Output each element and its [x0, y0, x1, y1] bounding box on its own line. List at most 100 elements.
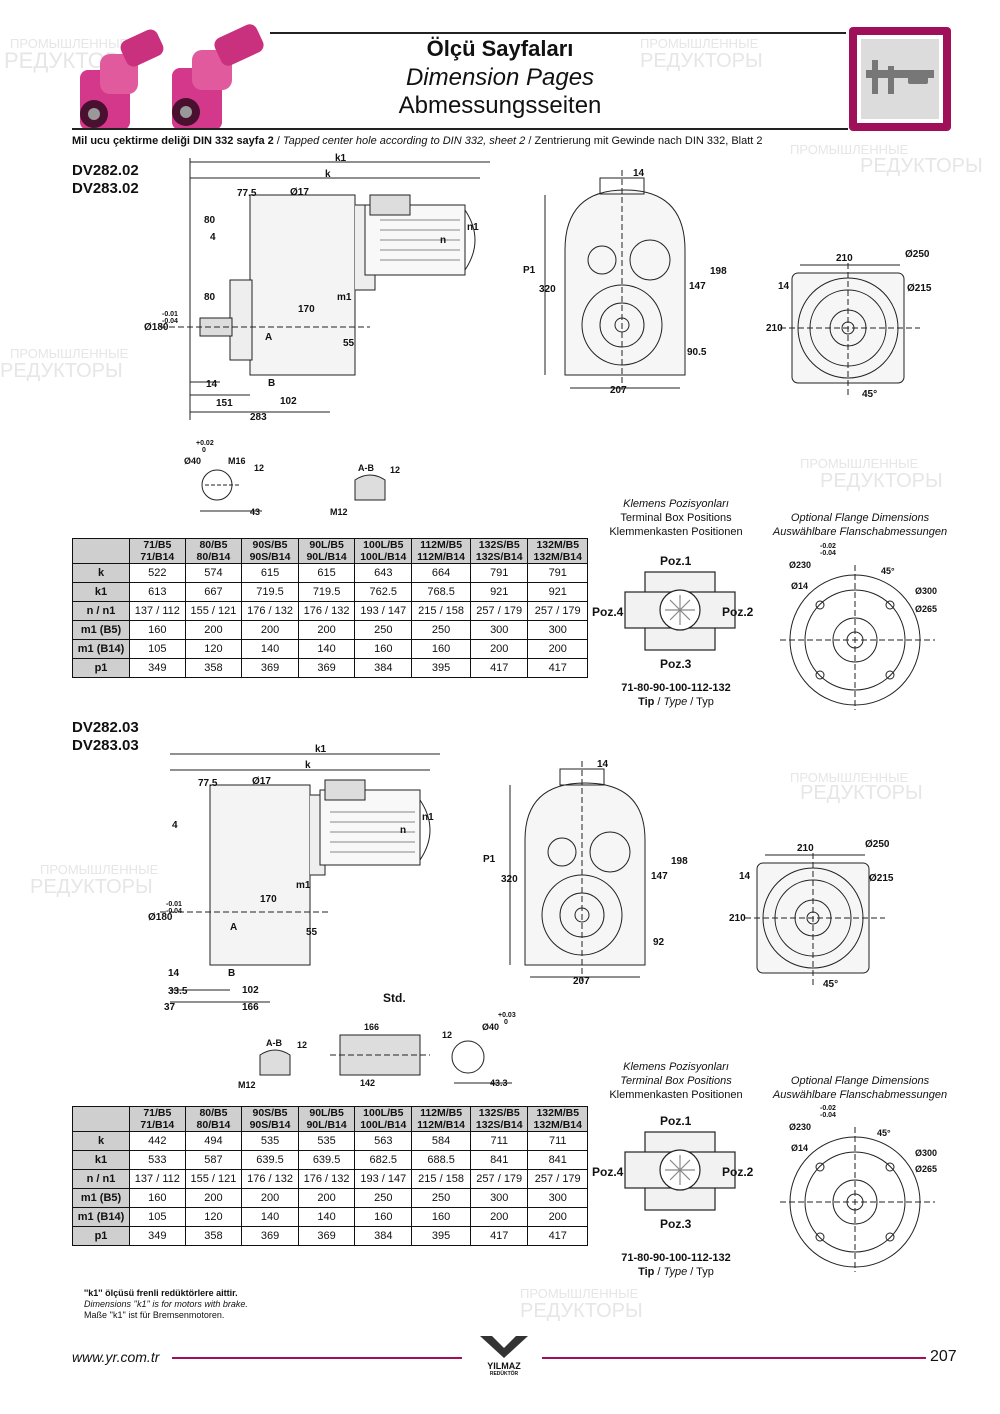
table-cell: 535 — [241, 1131, 299, 1151]
dim-label: 14 — [597, 759, 609, 770]
dim-label: Ø40 — [184, 456, 201, 466]
flange-view-drawing: 210 Ø250 14 Ø215 210 45° — [729, 839, 894, 990]
table-cell: 160 — [354, 1207, 413, 1227]
table-cell: 300 — [469, 620, 529, 640]
table-cell: 841 — [527, 1150, 588, 1170]
dim-label: A-B — [266, 1038, 282, 1048]
column-header-b14: 90L/B14 — [306, 1119, 347, 1131]
column-header-b5: 112M/B5 — [420, 1107, 463, 1119]
dim-label: Ø40 — [482, 1022, 499, 1032]
brand-logo-subtext: REDÜKTÖR — [489, 1371, 519, 1377]
watermark-text: РЕДУКТОРЫ — [800, 782, 923, 804]
gearbox-image-right — [172, 24, 264, 130]
poz3-label: Poz.3 — [660, 1217, 692, 1231]
table-cell: 369 — [241, 1226, 299, 1246]
dim-label: Ø14 — [791, 581, 808, 591]
model-code: DV282.02 — [72, 162, 139, 179]
dim-label: 14 — [739, 871, 751, 882]
table-cell: 193 / 147 — [354, 601, 413, 621]
dim-label: B — [268, 378, 275, 389]
table-cell: 200 — [241, 620, 299, 640]
dim-tolerance: -0.04 — [820, 550, 836, 557]
dim-label: 80 — [204, 215, 216, 226]
dim-label: 92 — [653, 937, 665, 948]
dim-tolerance: -0.02 — [820, 543, 836, 550]
page-title-tr: Ölçü Sayfaları — [426, 36, 574, 61]
dim-label: A — [230, 922, 237, 933]
dim-tolerance: 0 — [504, 1019, 508, 1026]
table-cell: 200 — [469, 1207, 529, 1227]
dim-label: m1 — [296, 880, 311, 891]
table-row-label: m1 (B5) — [72, 620, 130, 640]
terminal-box-caption: Klemens Pozisyonları Terminal Box Positi… — [596, 497, 756, 539]
watermark-text: ПРОМЫШЛЕННЫЕ — [790, 770, 909, 785]
table-corner-cell — [72, 1106, 130, 1132]
dim-label: m1 — [337, 292, 352, 303]
table-cell: 200 — [297, 1188, 356, 1208]
poz1-label: Poz.1 — [660, 554, 692, 568]
poz4-label: Poz.4 — [592, 1165, 624, 1179]
column-header-b5: 80/B5 — [199, 539, 228, 551]
column-header-b5: 80/B5 — [199, 1107, 228, 1119]
shaft-detail-drawing: A-B 12 M12 166 142 12 Ø40 +0.03 0 43.3 — [238, 1012, 516, 1090]
table-cell: 574 — [184, 563, 243, 583]
dim-label: 4 — [210, 232, 216, 243]
table-cell: 176 / 132 — [241, 1169, 299, 1189]
page-title-en: Dimension Pages — [405, 64, 595, 91]
dim-label: Ø215 — [907, 283, 932, 294]
table-cell: 442 — [129, 1131, 186, 1151]
dim-label: 12 — [390, 465, 400, 475]
page-number: 207 — [930, 1348, 957, 1365]
dim-tolerance: 0 — [202, 447, 206, 454]
din-note-de: Zentrierung mit Gewinde nach DIN 332, Bl… — [534, 135, 763, 147]
table-cell: 768.5 — [411, 582, 471, 602]
table-cell: 105 — [129, 1207, 186, 1227]
side-view-drawing: k1 k 77.5 Ø17 80 4 80 n1 n m1 170 55 A B… — [144, 153, 490, 423]
dim-label: k1 — [335, 153, 347, 164]
dim-label: 12 — [254, 463, 264, 473]
column-header-b14: 90L/B14 — [306, 551, 347, 563]
dim-label: 12 — [297, 1040, 307, 1050]
column-header-b14: 90S/B14 — [249, 1119, 291, 1131]
column-header-b14: 71/B14 — [140, 1119, 175, 1131]
table-cell: 140 — [297, 1207, 356, 1227]
brand-logo-icon — [480, 1336, 528, 1358]
table-row-label: n / n1 — [72, 1169, 130, 1189]
dim-label: 166 — [364, 1022, 379, 1032]
table-cell: 140 — [241, 1207, 299, 1227]
table-cell: 533 — [129, 1150, 186, 1170]
table-cell: 120 — [184, 639, 243, 659]
table-cell: 643 — [354, 563, 413, 583]
table-cell: 349 — [129, 1226, 186, 1246]
dim-label: 198 — [671, 856, 688, 867]
watermark-text: РЕДУКТОРЫ — [860, 155, 983, 177]
dim-label: 45° — [862, 389, 877, 400]
table-cell: 384 — [354, 1226, 413, 1246]
table-cell: 358 — [184, 1226, 243, 1246]
dim-label: M16 — [228, 456, 246, 466]
dim-label: 45° — [877, 1128, 891, 1138]
table-cell: 791 — [469, 563, 529, 583]
table-cell: 155 / 121 — [184, 1169, 243, 1189]
table-cell: 200 — [184, 1188, 243, 1208]
column-header-b5: 132M/B5 — [536, 1107, 580, 1119]
footer-url[interactable]: www.yr.com.tr — [72, 1349, 160, 1365]
dim-label: 80 — [204, 292, 216, 303]
dim-label: Ø250 — [865, 839, 890, 850]
dim-label: 4 — [172, 820, 178, 831]
table-cell: 921 — [469, 582, 529, 602]
table-cell: 719.5 — [241, 582, 299, 602]
table-row-label: k1 — [72, 582, 130, 602]
table-cell: 140 — [297, 639, 356, 659]
